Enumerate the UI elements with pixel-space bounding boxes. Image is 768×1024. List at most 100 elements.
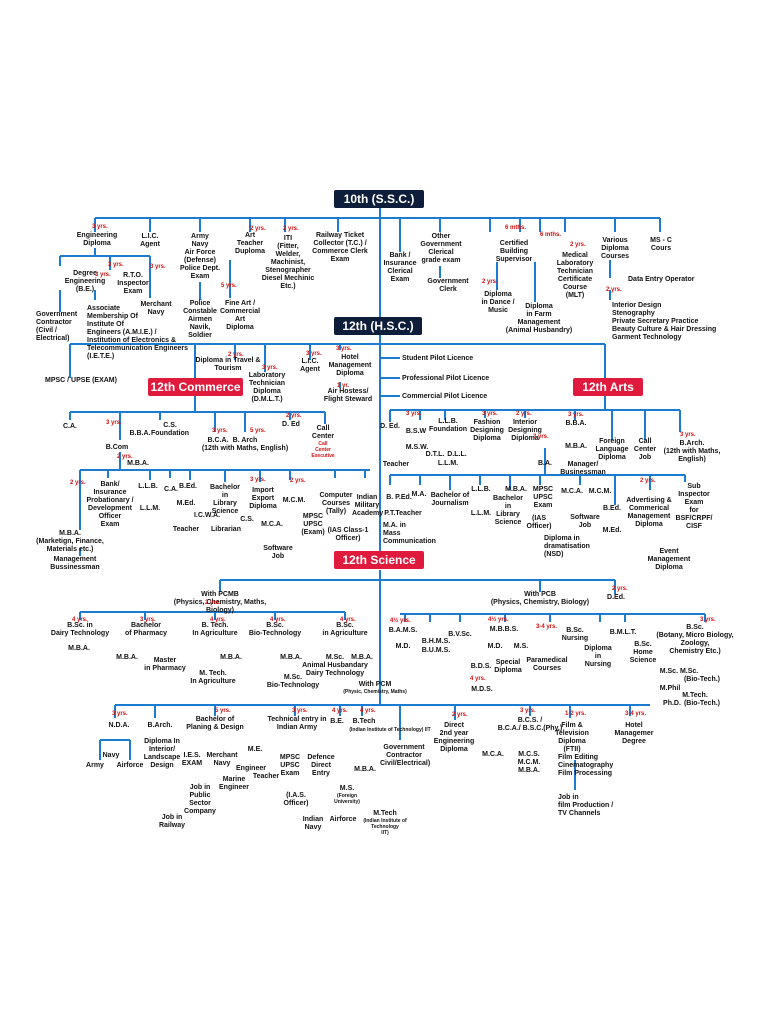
dramatisation-diploma: Diploma in dramatisation (NSD) <box>544 535 590 558</box>
ftii-diploma: Film & Television Diploma (FTII) <box>555 722 589 753</box>
duration-marker: 4 yrs. <box>360 708 376 714</box>
arts-ma: M.A. <box>411 491 427 498</box>
pharm-mba: M.B.A. <box>116 654 138 661</box>
arts-dll: D.L.L. <box>447 451 467 458</box>
with-pcm: With PCM <box>358 681 392 688</box>
marine-engineer: Marine Engineer <box>219 776 249 791</box>
duration-marker: 2 yrs. <box>70 480 86 486</box>
commerce-header: 12th Commerce <box>148 378 243 396</box>
bank-probationary: Bank/ Insurance Probationary / Developme… <box>86 481 134 528</box>
sub-inspector: Sub Inspector Exam for BSF/CRPF/ CISF <box>675 483 713 530</box>
bsc-home-science: B.Sc. Home Science <box>629 641 657 664</box>
arts-bed: B.Ed. <box>603 505 621 512</box>
defence-direct: Defence Direct Entry <box>307 754 335 777</box>
govt-clerical: Other Government Clerical grade exam <box>420 233 462 264</box>
commerce-mba: M.B.A. <box>127 460 149 467</box>
duration-marker: 4½ yrs. <box>488 617 509 623</box>
with-pcb: With PCB (Physics, Chemistry, Biology) <box>490 591 590 606</box>
travel-tourism: Diploma in Travel & Tourism <box>195 357 261 372</box>
defense-exam: Army Navy Air Force (Defense) Police Dep… <box>179 233 221 280</box>
duration-marker: 2 yrs. <box>117 454 133 460</box>
arts-mca: M.C.A. <box>561 488 583 495</box>
science-md2: M.D. <box>487 643 503 650</box>
pcm-btech: B.Tech <box>352 718 376 725</box>
bvsc: B.V.Sc. <box>448 631 472 638</box>
ies-exam: I.E.S. EXAM <box>181 752 203 767</box>
science-msc: M.Sc. <box>325 654 345 661</box>
commerce-bed: B.Ed. <box>179 483 197 490</box>
degree-engineering: Degree Engineering (B.E.) <box>64 270 106 293</box>
duration-marker: 3 yrs. <box>112 711 128 717</box>
pcm-mca: M.C.A. <box>482 751 504 758</box>
commercial-pilot: Commercial Pilot Licence <box>402 393 488 400</box>
duration-marker: 2 yrs. <box>286 413 302 419</box>
call-center: Call Center <box>311 425 335 440</box>
dmlt: Laboratory Technician Diploma (D.M.L.T.) <box>248 372 286 403</box>
duration-marker: 3 yrs. <box>568 412 584 418</box>
pcm-me: M.E. <box>247 746 263 753</box>
duration-marker: 2 yrs. <box>612 586 628 592</box>
mphil: M.Phil <box>659 685 681 692</box>
science-mba3: M.B.A. <box>351 654 373 661</box>
bams: B.A.M.S. <box>388 627 418 634</box>
duration-marker: 3 yrs. <box>106 420 122 426</box>
job-public-sector: Job in Public Sector Company <box>184 784 216 815</box>
pcm-teacher: Teacher <box>252 773 280 780</box>
commerce-ded: D. Ed <box>282 421 300 428</box>
commerce-mcm: M.C.M. <box>282 497 306 504</box>
arts-software-job: Software Job <box>570 514 600 529</box>
bachelor-pharmacy: Bachelor of Pharmacy <box>124 622 168 637</box>
commerce-library: Bachelor in Library Science <box>210 484 240 515</box>
arts-bsw: B.S.W <box>405 428 427 435</box>
duration-marker: 3 yrs. <box>520 708 536 714</box>
duration-marker: 4 yrs. <box>332 708 348 714</box>
commerce-bba: B.B.A. <box>129 430 151 437</box>
duration-marker: 2 yrs. <box>640 478 656 484</box>
computer-courses: Computer Courses (Tally) <box>319 492 353 515</box>
duration-marker: 2 yrs. <box>283 226 299 232</box>
duration-marker: 4 yrs. <box>270 617 286 623</box>
commerce-mpsc: MPSC UPSC (Exam) <box>301 513 325 536</box>
commerce-teacher: Teacher <box>172 526 200 533</box>
interior-designing: Interior Designing Diploma <box>508 419 542 442</box>
dairy-mba: M.B.A. <box>68 645 90 652</box>
indian-navy: Indian Navy <box>302 816 324 831</box>
commerce-med: M.Ed. <box>176 500 196 507</box>
duration-marker: 4½ yrs. <box>390 618 411 624</box>
commerce-barch: B. Arch (12th with Maths, English) <box>201 437 289 452</box>
pcm-barch: B.Arch. <box>147 722 173 729</box>
bio-mba: M.B.A. <box>280 654 302 661</box>
commerce-mca: M.C.A. <box>261 521 283 528</box>
arts-llb: L.L.B. <box>471 486 491 493</box>
pcm-mba: M.B.A. <box>354 766 376 773</box>
arts-llm: L.L.M. <box>437 460 459 467</box>
art-teacher: Art Teacher Duploma <box>235 232 265 255</box>
hsc-header: 12th (H.S.C.) <box>334 317 422 335</box>
professional-pilot: Professional Pilot Licence <box>402 375 490 382</box>
event-management: Event Management Diploma <box>647 548 691 571</box>
arts-mba: M.B.A. <box>565 443 587 450</box>
hotel-management: Hotel Management Diploma <box>328 354 372 377</box>
with-pcmb: With PCMB (Physics, Chemistry, Maths, Bi… <box>173 591 267 614</box>
paramedical-courses: Paramedical Courses <box>526 657 568 672</box>
engineering-diploma: Engineering Diploma <box>76 232 118 247</box>
duration-marker: 3-4 yrs. <box>536 624 558 630</box>
msc-msc: M.Sc. M.Sc. <box>659 668 699 675</box>
bmlt: B.M.L.T. <box>609 629 637 636</box>
technical-entry-army: Technical entry in Indian Army <box>267 716 327 731</box>
with-pcm-subjects: (Physic, Chemistry, Maths) <box>343 689 407 695</box>
duration-marker: 3 yrs. <box>680 432 696 438</box>
arts-mba2: M.B.A. <box>505 486 527 493</box>
pcm-mpsc: MPSC UPSC Exam <box>279 754 301 777</box>
mtech-biotech: M.Tech. <box>682 692 708 699</box>
govt-contractor: Government Contractor (Civil / Electrica… <box>36 311 78 342</box>
arts-ded: D. Ed. <box>380 423 400 430</box>
mcs-mcm-mba: M.C.S. M.C.M. M.B.A. <box>517 751 541 774</box>
biotech2: (Bio-Tech.) <box>683 700 721 707</box>
duration-marker: 3 yrs. <box>336 346 352 352</box>
btech-agriculture: B. Tech. In Agriculture <box>192 622 238 637</box>
interior-landscape: Diploma In Interior/ Landscape Design <box>143 738 181 769</box>
duration-marker: 4 yrs. <box>72 617 88 623</box>
railway-ticket: Railway Ticket Collector (T.C.) / Commer… <box>312 232 368 263</box>
duration-marker: 3 yrs. <box>212 428 228 434</box>
